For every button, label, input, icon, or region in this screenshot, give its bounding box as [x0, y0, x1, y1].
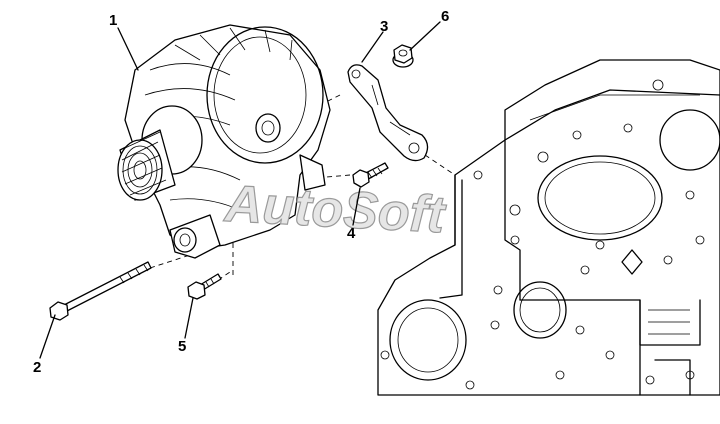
callout-2: 2 — [33, 359, 41, 376]
watermark-text: AutoSoft — [222, 175, 449, 245]
alternator — [117, 24, 331, 259]
callout-4: 4 — [347, 225, 356, 242]
short-bolt-4 — [352, 162, 389, 188]
short-bolt-5 — [187, 273, 222, 300]
engine-block — [377, 59, 720, 396]
callout-1: 1 — [109, 12, 117, 29]
callout-6: 6 — [441, 8, 449, 25]
long-bolt-2 — [49, 261, 152, 321]
flange-nut — [392, 44, 414, 68]
callout-5: 5 — [178, 338, 186, 355]
bracket — [347, 64, 429, 162]
leader-lines — [39, 21, 441, 359]
callout-3: 3 — [380, 18, 388, 35]
